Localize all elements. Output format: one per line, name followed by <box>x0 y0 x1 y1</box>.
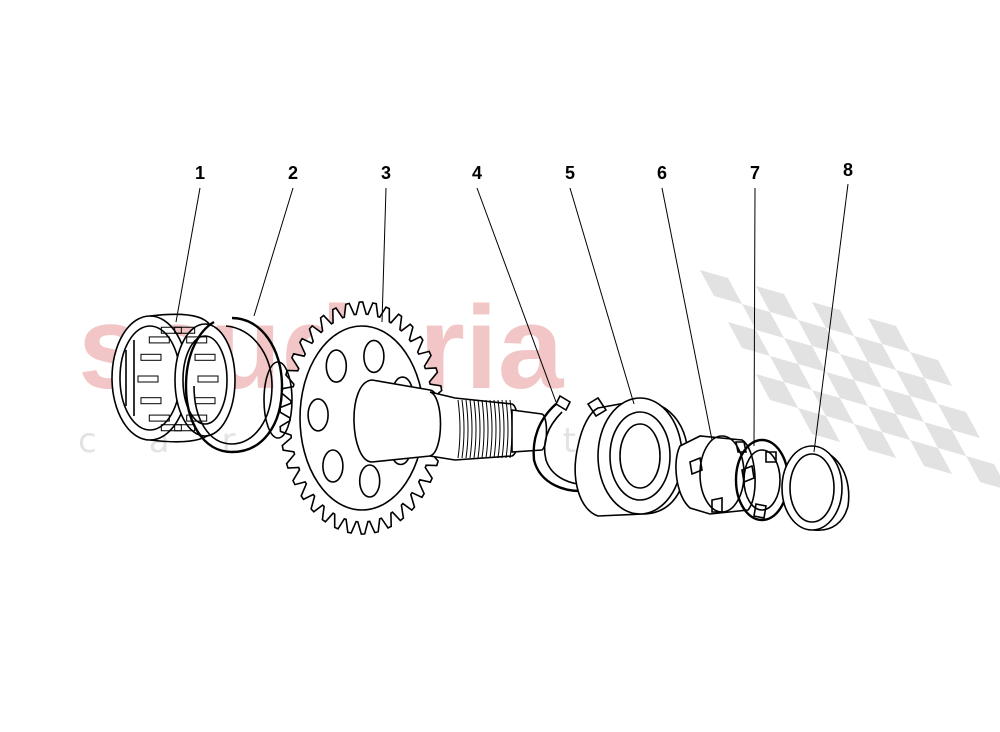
callout-4: 4 <box>472 163 482 183</box>
roller-bearing <box>111 313 236 443</box>
callout-1: 1 <box>195 163 205 183</box>
gear-shaft <box>263 301 548 535</box>
checkered-flag-logo <box>700 270 1000 488</box>
seal-ring <box>781 445 850 531</box>
lock-washer <box>734 438 790 522</box>
callouts: 1 2 3 4 5 6 7 8 <box>175 160 853 453</box>
callout-5: 5 <box>565 163 575 183</box>
snap-ring <box>184 316 284 454</box>
circlip <box>532 394 591 493</box>
callout-8: 8 <box>843 160 853 180</box>
callout-3: 3 <box>381 163 391 183</box>
ring-nut <box>675 435 756 515</box>
callout-2: 2 <box>288 163 298 183</box>
callout-7: 7 <box>750 163 760 183</box>
ball-bearing <box>574 396 689 517</box>
callout-6: 6 <box>657 163 667 183</box>
